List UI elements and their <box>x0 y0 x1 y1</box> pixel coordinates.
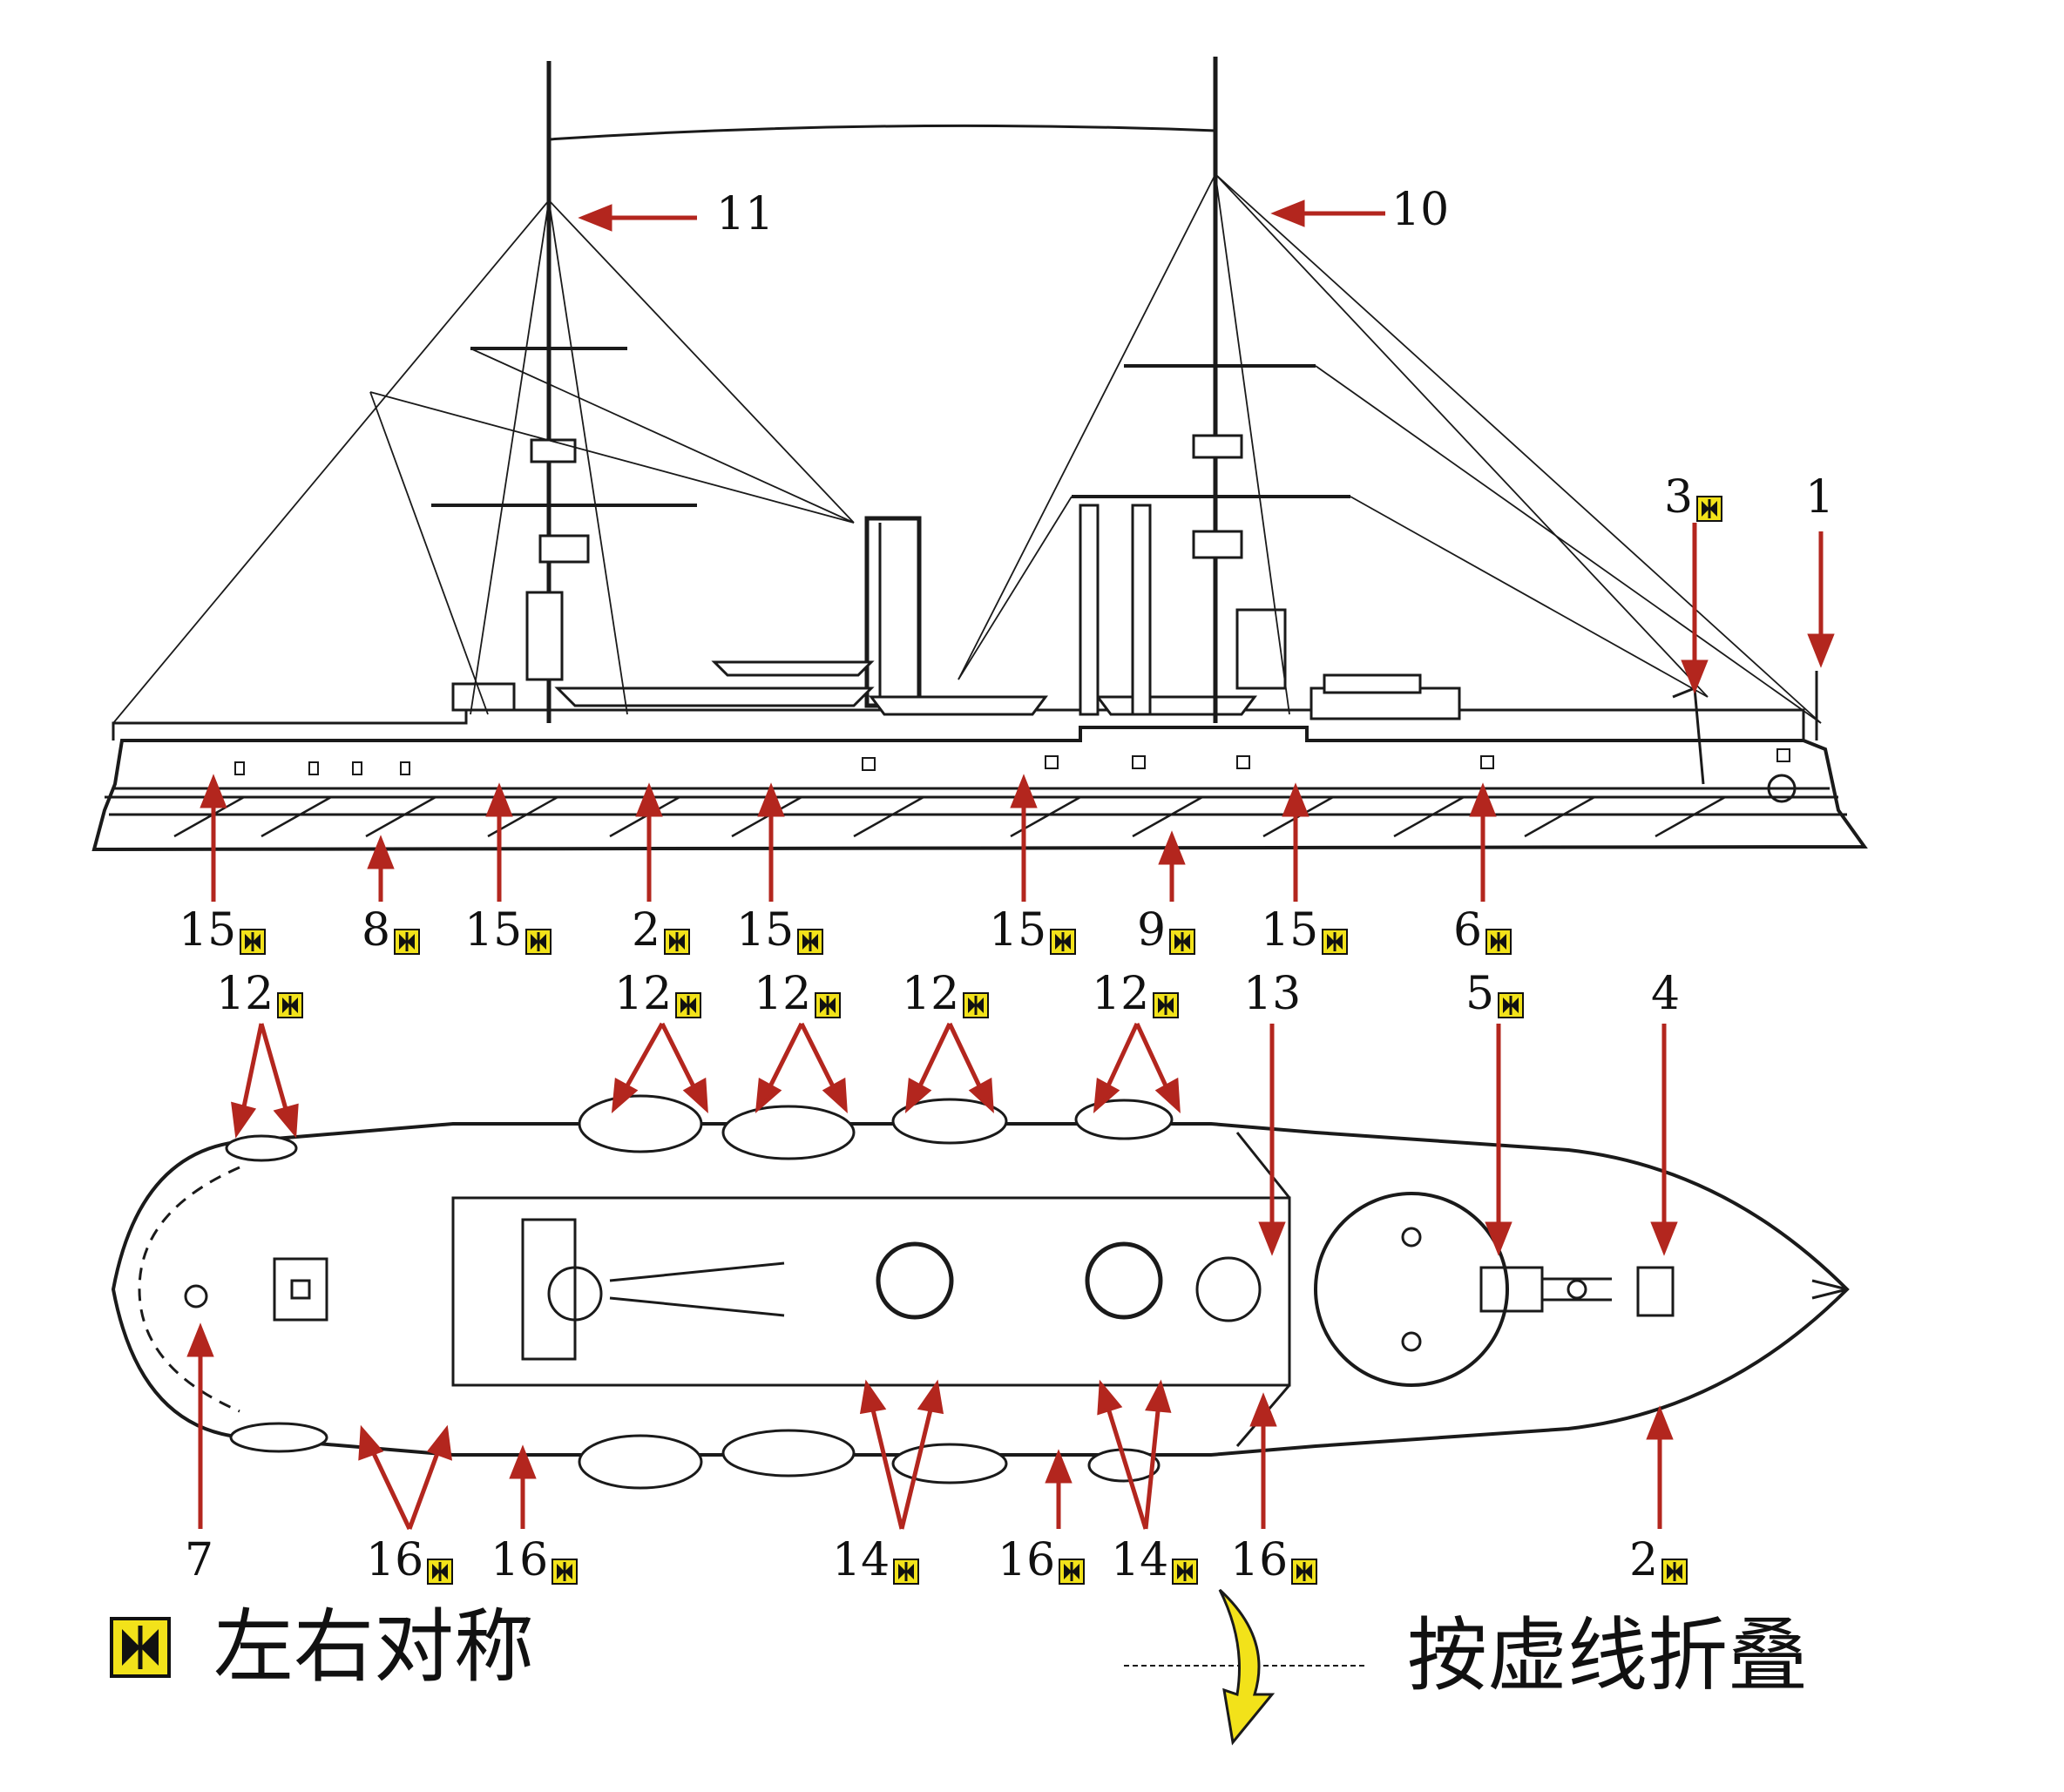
callout-16b: 16 <box>491 1534 579 1586</box>
callout-2b-text: 2 <box>1629 1534 1659 1586</box>
symmetry-badge-icon <box>1485 917 1512 955</box>
symmetry-badge-icon <box>797 917 824 955</box>
symmetry-badge-icon <box>1153 981 1180 1018</box>
callout-15a: 15 <box>179 904 267 957</box>
symmetry-badge-icon <box>1291 1547 1318 1585</box>
callout-6-text: 6 <box>1453 904 1483 957</box>
callout-16d-text: 16 <box>1230 1534 1289 1586</box>
symmetry-badge-icon <box>1169 917 1196 955</box>
symmetry-badge-icon <box>1498 981 1525 1018</box>
callout-12b-text: 12 <box>614 968 673 1020</box>
symmetry-badge-icon <box>552 1547 579 1585</box>
callout-11: 11 <box>716 192 774 237</box>
callout-12e-text: 12 <box>1092 968 1150 1020</box>
callout-14b-text: 14 <box>1111 1534 1169 1586</box>
callout-4-text: 4 <box>1651 968 1681 1020</box>
symmetry-badge-icon <box>1661 1547 1688 1585</box>
callout-5-text: 5 <box>1465 968 1495 1020</box>
callout-4: 4 <box>1651 971 1680 1017</box>
callout-14a-text: 14 <box>832 1534 890 1586</box>
callout-16a: 16 <box>366 1534 454 1586</box>
callout-10-text: 10 <box>1391 184 1450 236</box>
callout-1-text: 1 <box>1805 471 1835 524</box>
callout-12a: 12 <box>216 968 304 1020</box>
fold-arrow-icon <box>1218 1588 1276 1746</box>
callout-2a: 2 <box>632 904 691 957</box>
symmetry-badge-icon <box>893 1547 920 1585</box>
callout-2b: 2 <box>1629 1534 1688 1586</box>
side-view-ship <box>91 57 1868 852</box>
callout-11-text: 11 <box>716 188 775 240</box>
symmetry-badge-icon <box>1696 484 1723 522</box>
callout-15b-text: 15 <box>464 904 523 957</box>
callout-15a-text: 15 <box>179 904 237 957</box>
callout-12c: 12 <box>754 968 842 1020</box>
callout-5: 5 <box>1465 968 1525 1020</box>
callout-12d: 12 <box>902 968 990 1020</box>
callout-13-text: 13 <box>1243 968 1302 1020</box>
callout-15d-text: 15 <box>989 904 1047 957</box>
symmetry-badge-icon <box>1050 917 1077 955</box>
symmetry-badge-icon <box>394 917 421 955</box>
symmetry-badge-icon <box>815 981 842 1018</box>
callout-9-text: 9 <box>1137 904 1167 957</box>
callout-8-text: 8 <box>362 904 391 957</box>
callout-15c-text: 15 <box>736 904 795 957</box>
callout-15b: 15 <box>464 904 552 957</box>
callout-16d: 16 <box>1230 1534 1318 1586</box>
callout-7-text: 7 <box>185 1534 214 1586</box>
callout-15e: 15 <box>1261 904 1349 957</box>
symmetry-badge-icon <box>1172 1547 1199 1585</box>
callout-2a-text: 2 <box>632 904 661 957</box>
callout-1: 1 <box>1805 475 1834 520</box>
callout-3-text: 3 <box>1664 471 1694 524</box>
symmetry-badge-icon <box>525 917 552 955</box>
symmetry-badge-icon <box>1059 1547 1086 1585</box>
symmetry-badge-icon <box>664 917 691 955</box>
symmetry-badge-icon <box>427 1547 454 1585</box>
callout-16b-text: 16 <box>491 1534 549 1586</box>
callout-16c: 16 <box>998 1534 1086 1586</box>
callout-14b: 14 <box>1111 1534 1199 1586</box>
callout-12d-text: 12 <box>902 968 960 1020</box>
top-view-ship <box>111 1094 1850 1490</box>
symmetry-badge-icon <box>675 981 702 1018</box>
symmetry-badge-icon <box>1322 917 1349 955</box>
callout-15c: 15 <box>736 904 824 957</box>
callout-8: 8 <box>362 904 421 957</box>
symmetry-badge-icon <box>963 981 990 1018</box>
callout-9: 9 <box>1137 904 1196 957</box>
callout-16a-text: 16 <box>366 1534 424 1586</box>
callout-16c-text: 16 <box>998 1534 1056 1586</box>
callout-6: 6 <box>1453 904 1512 957</box>
callout-15e-text: 15 <box>1261 904 1319 957</box>
legend-symmetric-label: 左右对称 <box>213 1600 535 1694</box>
callout-10: 10 <box>1391 187 1449 233</box>
legend-fold-label: 按虚线折叠 <box>1407 1609 1809 1702</box>
symmetry-badge-icon <box>277 981 304 1018</box>
callout-12c-text: 12 <box>754 968 812 1020</box>
callout-arrows <box>186 199 1835 1531</box>
fold-legend-graphic <box>1124 1588 1368 1746</box>
callout-12b: 12 <box>614 968 702 1020</box>
callout-3: 3 <box>1664 471 1723 524</box>
callout-12e: 12 <box>1092 968 1180 1020</box>
callout-13: 13 <box>1243 971 1301 1017</box>
callout-7: 7 <box>185 1538 213 1583</box>
callout-15d: 15 <box>989 904 1077 957</box>
callout-14a: 14 <box>832 1534 920 1586</box>
callout-12a-text: 12 <box>216 968 274 1020</box>
symmetry-badge-icon <box>110 1617 171 1678</box>
symmetry-badge-icon <box>240 917 267 955</box>
